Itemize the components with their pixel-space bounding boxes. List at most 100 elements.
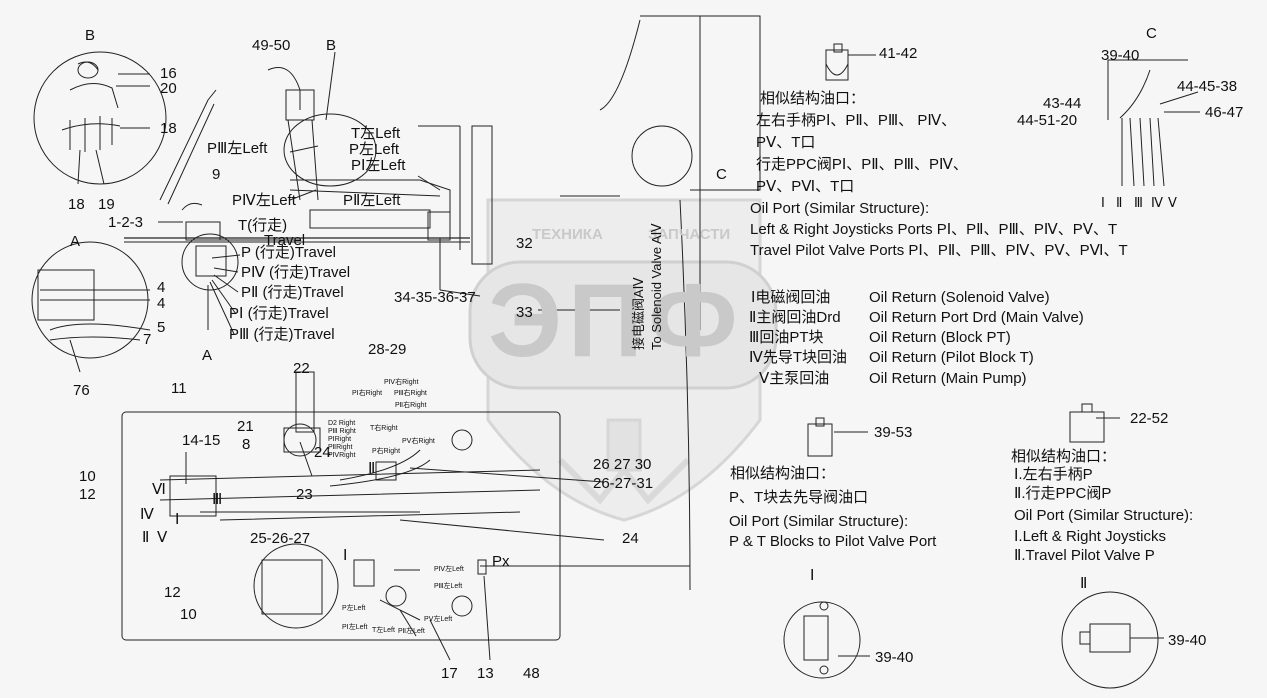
marker-ii: Ⅱ: [368, 460, 376, 477]
part-39-40-block-ii: 39-40: [1168, 632, 1207, 649]
tiny-piv-right: PⅣ右Right: [384, 379, 419, 386]
note-mid-en-1: Oil Port (Similar Structure):: [729, 513, 909, 530]
note-line-1: 左右手柄PⅠ、PⅡ、PⅢ、 PⅣ、: [756, 112, 957, 129]
c-hose-4: Ⅳ: [1151, 195, 1163, 210]
watermark-shield: [468, 198, 778, 522]
note-mid-cn-1: 相似结构油口：: [730, 465, 836, 482]
tiny-d2: D2 Right: [328, 420, 356, 427]
tiny-t-right: T右Right: [370, 425, 398, 432]
port-piv-left: PⅣ左Left: [232, 192, 296, 209]
port-t-travel: T(行走): [238, 217, 288, 234]
marker-i: Ⅰ: [343, 547, 348, 564]
part-34-37: 34-35-36-37: [394, 289, 476, 306]
part-28-29: 28-29: [368, 341, 407, 358]
view-a-detail: [31, 241, 151, 373]
return-cn-1: Ⅰ电磁阀回油: [751, 289, 831, 306]
return-cn-3: Ⅲ回油PT块: [749, 329, 824, 346]
part-9: 9: [212, 166, 221, 183]
return-en-5: Oil Return (Main Pump): [869, 370, 1027, 387]
part-7: 7: [143, 331, 152, 348]
tiny-pv-left: PⅤ左Left: [424, 616, 453, 623]
c-hose-2: Ⅱ: [1116, 195, 1123, 210]
fitting-22-52: [1069, 403, 1120, 443]
part-44-51-20: 44-51-20: [1017, 112, 1078, 129]
note-mid-cn-2: P、T块去先导阀油口: [729, 489, 869, 506]
c-hose-3: Ⅲ: [1134, 195, 1143, 210]
part-16: 16: [160, 65, 177, 82]
block-ii-label: Ⅱ: [1080, 575, 1088, 592]
note-right-cn-1: 相似结构油口：: [1011, 448, 1117, 465]
port-iv: Ⅳ: [140, 506, 154, 523]
leader-lines: [158, 51, 620, 661]
fitting-41-42: [825, 43, 876, 81]
watermark-text-2: ЗАПЧАСТИ: [648, 226, 731, 243]
port-ii: Ⅱ: [142, 529, 150, 546]
part-8: 8: [242, 436, 251, 453]
tiny-d3: PⅠRight: [328, 436, 352, 443]
view-c-hoses: [1107, 59, 1200, 187]
view-a-label: A: [70, 233, 81, 250]
part-44-45-38: 44-45-38: [1177, 78, 1238, 95]
return-cn-5: Ⅴ主泵回油: [759, 370, 830, 387]
part-4a: 4: [157, 279, 166, 296]
part-23: 23: [296, 486, 313, 503]
tiny-p-left: P左Left: [342, 605, 366, 612]
view-c-marker: C: [716, 166, 727, 183]
part-22: 22: [293, 360, 310, 377]
port-piii-left: PⅢ左Left: [207, 140, 268, 157]
watermark-text: ТЕХНИКА: [532, 226, 603, 243]
tiny-t-left: T左Left: [372, 627, 395, 634]
port-t-left: T左Left: [351, 125, 401, 142]
part-41-42: 41-42: [879, 45, 918, 62]
part-4b: 4: [157, 295, 166, 312]
part-39-40-top: 39-40: [1101, 47, 1140, 64]
part-25-27: 25-26-27: [250, 530, 311, 547]
note-right-cn-2: Ⅰ.左右手柄P: [1014, 466, 1093, 483]
port-p-travel: P (行走)Travel: [241, 244, 337, 261]
part-12-bottom: 12: [164, 584, 181, 601]
return-cn-4: Ⅳ先导T块回油: [749, 349, 848, 366]
port-iii: Ⅲ: [212, 491, 223, 508]
port-pi-left: PⅠ左Left: [351, 157, 406, 174]
tiny-d4: PⅡRight: [328, 444, 353, 451]
block-i: [783, 601, 870, 679]
part-11: 11: [171, 380, 187, 397]
view-b-detail: [33, 51, 167, 185]
tiny-p-right: P右Right: [372, 448, 401, 455]
note-oil-port: Oil Port (Similar Structure):: [750, 200, 930, 217]
part-10-top: 10: [79, 468, 96, 485]
tiny-pii-right: PⅡ右Right: [395, 402, 427, 409]
note-right-en-2: Ⅰ.Left & Right Joysticks: [1014, 528, 1166, 545]
part-24-right: 24: [622, 530, 639, 547]
watermark-logo-text: ЭПФ: [488, 263, 744, 379]
tiny-d5: PⅣRight: [328, 452, 356, 459]
part-13: 13: [477, 665, 494, 682]
part-19: 19: [98, 196, 115, 213]
part-24-top: 24: [314, 444, 331, 461]
note-line-6: Travel Pilot Valve Ports PⅠ、PⅡ、PⅢ、PⅣ、PⅤ、…: [750, 242, 1128, 259]
block-ii: [1061, 591, 1164, 689]
note-right-en-1: Oil Port (Similar Structure):: [1014, 507, 1194, 524]
part-48: 48: [523, 665, 540, 682]
part-49-50: 49-50: [252, 37, 291, 54]
part-10-bottom: 10: [180, 606, 197, 623]
port-vi: Ⅵ: [152, 481, 166, 498]
part-39-53: 39-53: [874, 424, 913, 441]
c-hose-5: Ⅴ: [1168, 195, 1177, 210]
part-39-40-block-i: 39-40: [875, 649, 914, 666]
cab-outline: [560, 15, 761, 591]
part-17: 17: [441, 665, 458, 682]
note-mid-en-2: P & T Blocks to Pilot Valve Port: [729, 533, 937, 550]
port-pi-travel: PⅠ (行走)Travel: [229, 305, 329, 322]
tiny-pv-right: PⅤ右Right: [402, 438, 435, 445]
port-pii-left: PⅡ左Left: [343, 192, 401, 209]
note-right-en-3: Ⅱ.Travel Pilot Valve P: [1014, 547, 1155, 564]
solenoid-cn: 接电磁阀AⅣ: [631, 277, 646, 350]
part-33: 33: [516, 304, 533, 321]
port-p-left: P左Left: [349, 141, 400, 158]
port-piii-travel: PⅢ (行走)Travel: [229, 326, 335, 343]
port-pii-travel: PⅡ (行走)Travel: [241, 284, 344, 301]
view-b-label: B: [85, 27, 96, 44]
